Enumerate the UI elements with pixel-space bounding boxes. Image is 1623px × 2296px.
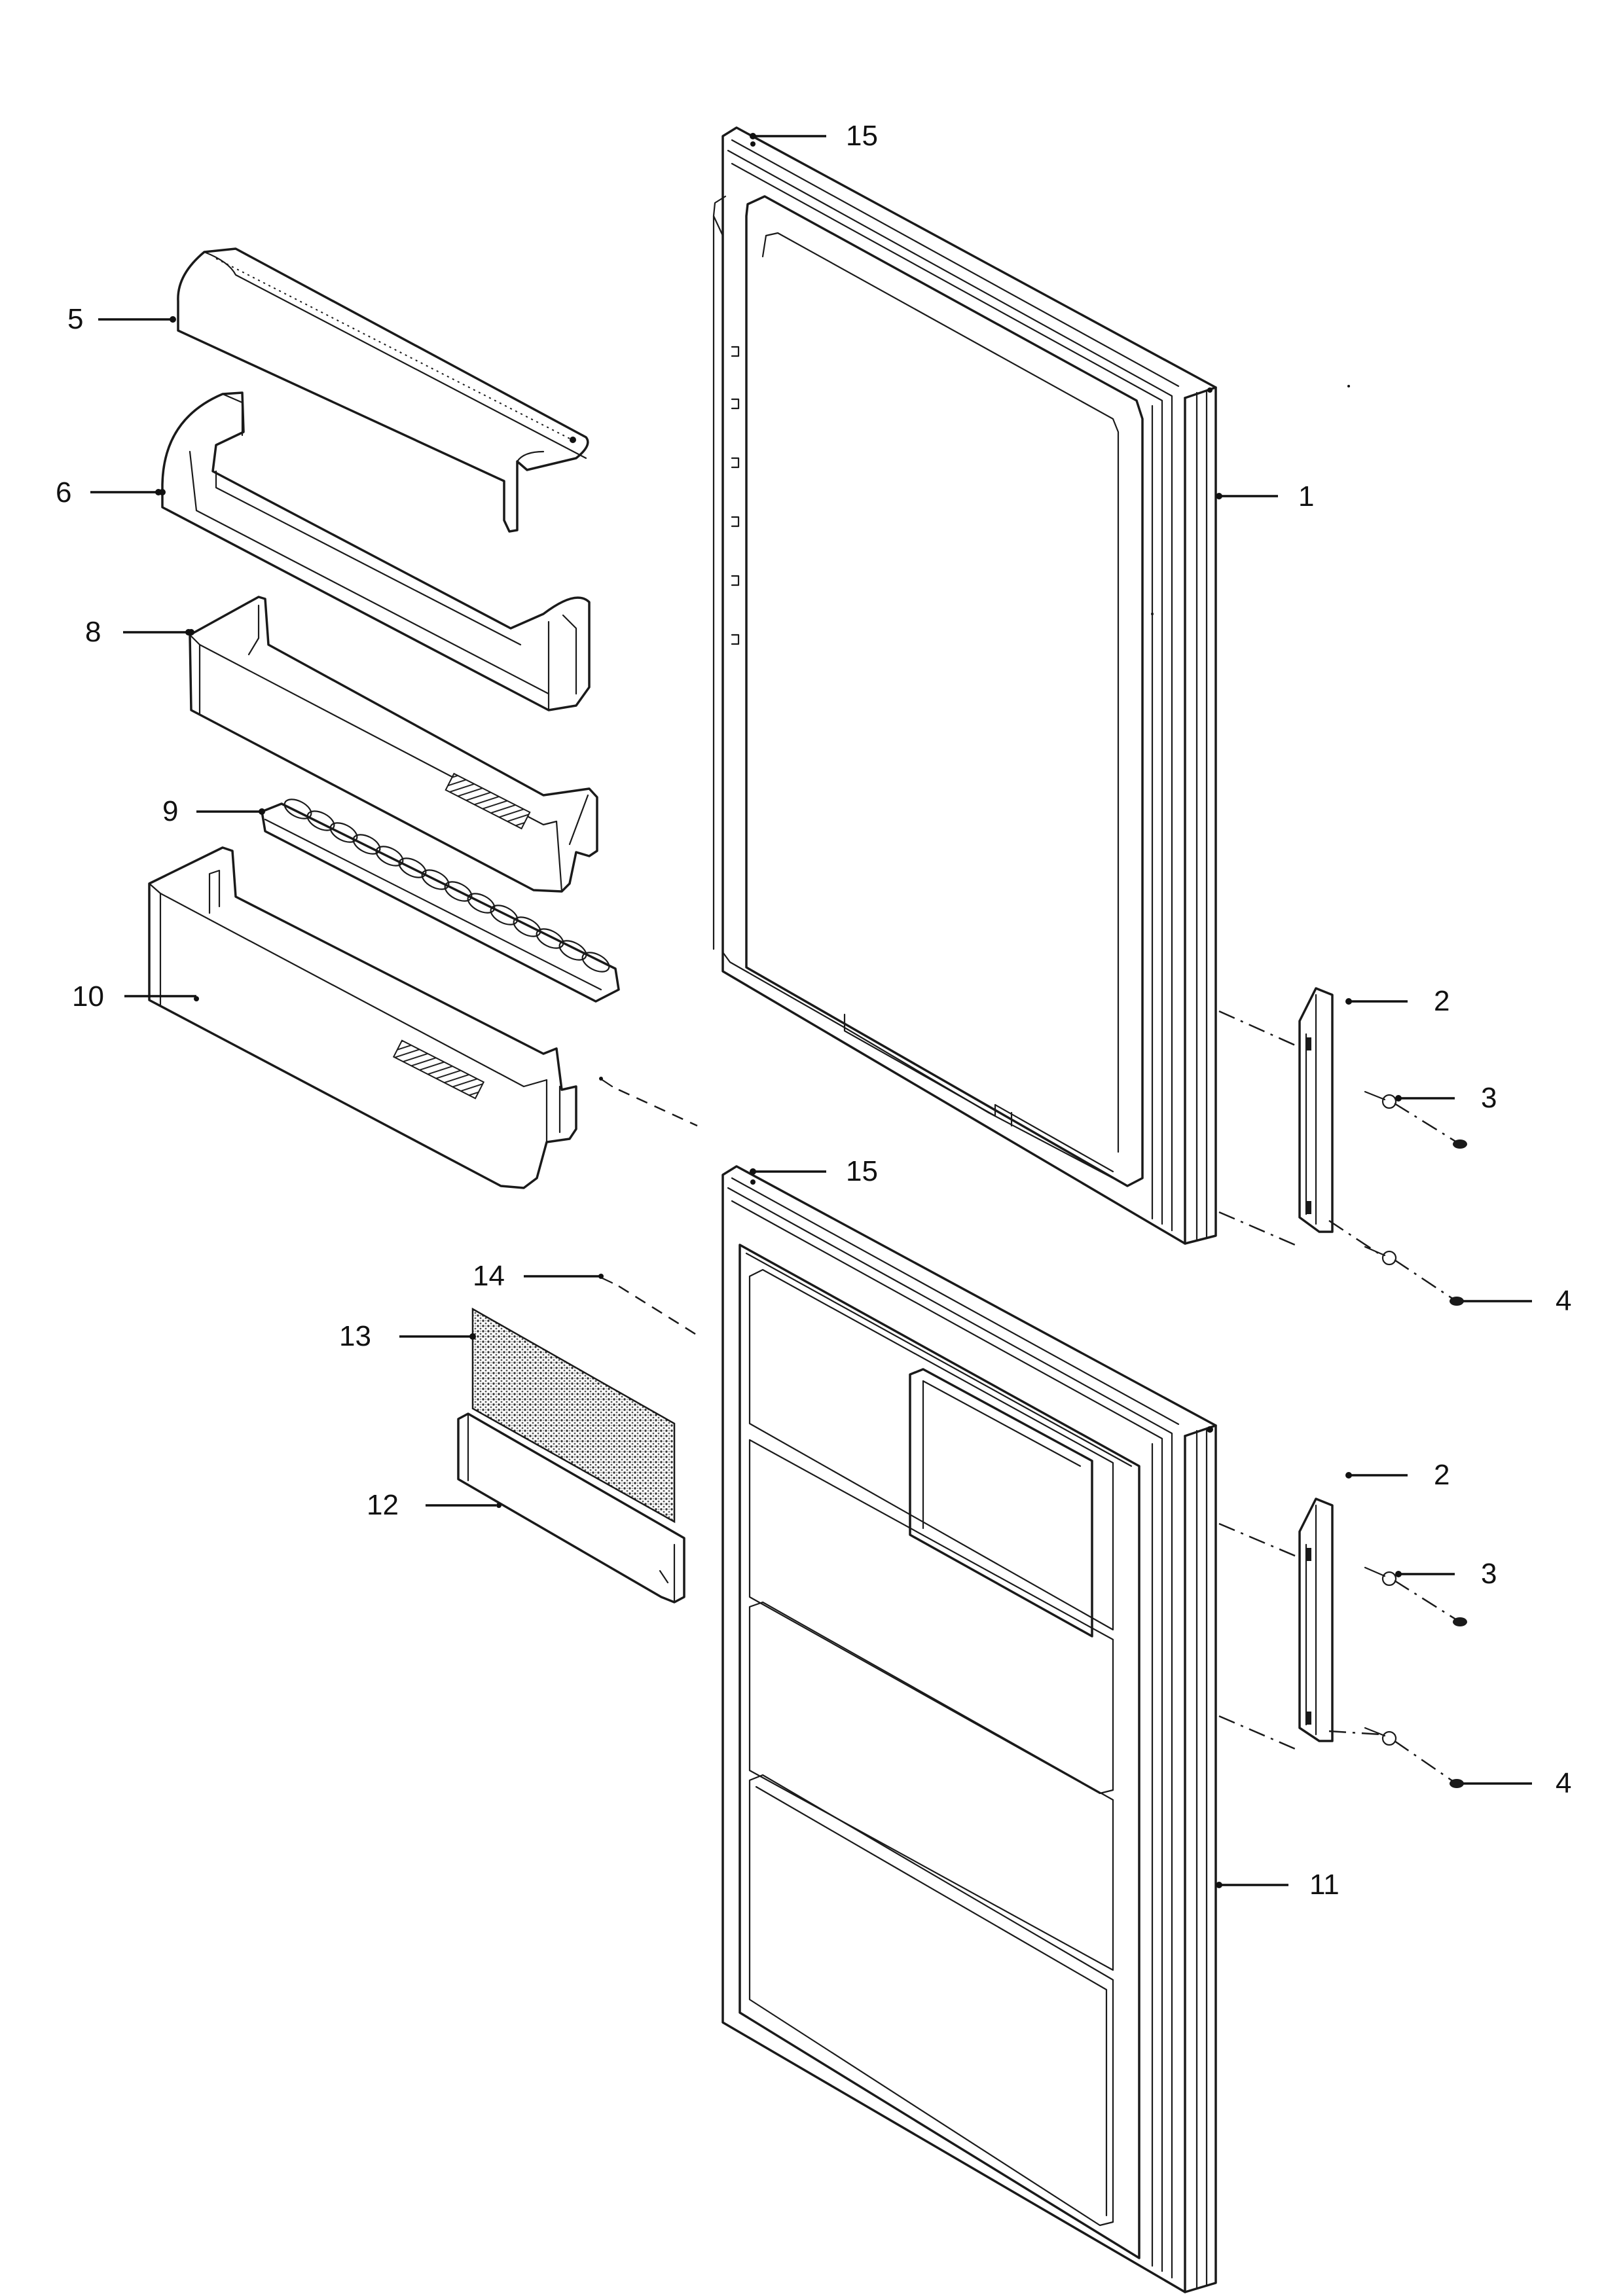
svg-text:3: 3	[1481, 1082, 1497, 1114]
svg-text:12: 12	[367, 1489, 399, 1521]
svg-text:1: 1	[1298, 480, 1314, 512]
lower-door	[721, 1165, 1217, 2293]
callout-13: 13	[339, 1320, 470, 1352]
part-8-bottle-shelf	[188, 596, 598, 893]
upper-door	[712, 126, 1350, 1245]
callout-6: 6	[56, 476, 162, 509]
callout-4-upper: 4	[1463, 1285, 1571, 1317]
callout-10: 10	[72, 980, 196, 1013]
upper-hinge	[1298, 987, 1334, 1233]
part-12-retainer-bar	[457, 1412, 685, 1604]
svg-text:2: 2	[1434, 985, 1450, 1017]
assembly-lines	[618, 1010, 1457, 1783]
callout-3-upper: 3	[1395, 1082, 1497, 1114]
callout-4-lower: 4	[1463, 1767, 1571, 1799]
callout-5: 5	[67, 303, 176, 335]
svg-text:5: 5	[67, 303, 83, 335]
svg-text:15: 15	[846, 120, 878, 152]
callout-8: 8	[85, 616, 192, 648]
part-9-egg-tray	[259, 798, 620, 1003]
svg-text:4: 4	[1556, 1767, 1571, 1799]
svg-text:2: 2	[1434, 1459, 1450, 1491]
svg-text:9: 9	[162, 795, 178, 827]
callout-14: 14	[473, 1260, 599, 1292]
lower-hinge	[1298, 1498, 1334, 1742]
callout-1: 1	[1216, 480, 1314, 512]
callout-15-lower: 15	[750, 1155, 878, 1187]
callout-11: 11	[1216, 1869, 1340, 1901]
svg-text:4: 4	[1556, 1285, 1571, 1317]
svg-text:14: 14	[473, 1260, 505, 1292]
callout-3-lower: 3	[1395, 1558, 1497, 1590]
svg-text:15: 15	[846, 1155, 878, 1187]
callouts: 15 5 6 1 8 9	[56, 120, 1571, 1901]
callout-2-upper: 2	[1345, 985, 1450, 1017]
callout-9: 9	[162, 795, 261, 827]
svg-text:3: 3	[1481, 1558, 1497, 1590]
svg-text:8: 8	[85, 616, 101, 648]
part-5-shelf-cover	[177, 247, 589, 533]
svg-text:13: 13	[339, 1320, 371, 1352]
svg-text:11: 11	[1309, 1869, 1340, 1901]
part-10-large-bin	[148, 846, 577, 1189]
part-13-mesh-panel	[469, 1307, 676, 1524]
svg-text:6: 6	[56, 476, 71, 509]
callout-12: 12	[367, 1489, 496, 1521]
svg-text:10: 10	[72, 980, 104, 1013]
callout-2-lower: 2	[1345, 1459, 1450, 1491]
callout-15-upper: 15	[750, 120, 878, 152]
